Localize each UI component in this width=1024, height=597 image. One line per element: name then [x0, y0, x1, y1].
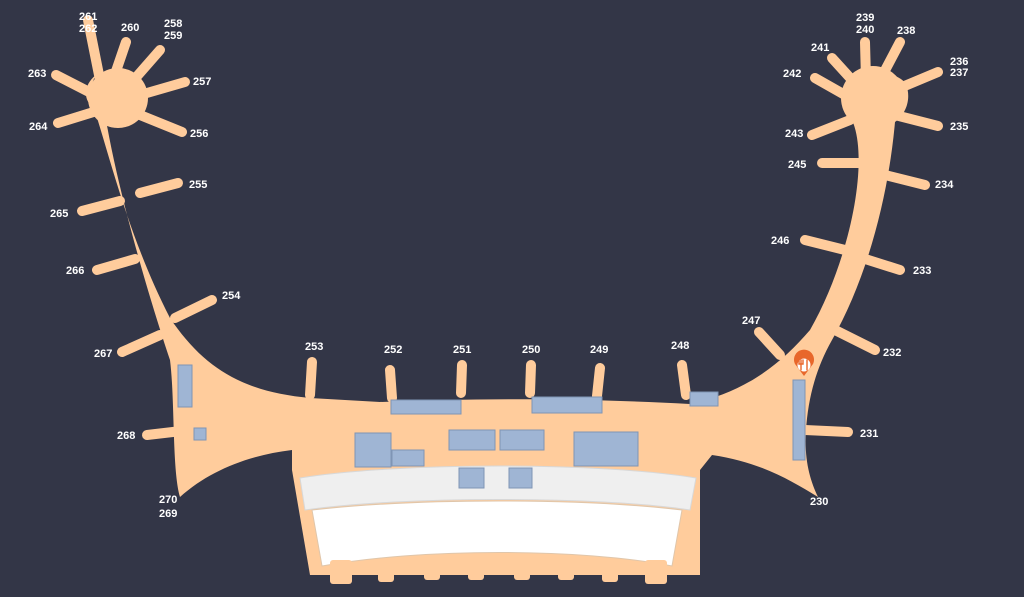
- gate-label-258[interactable]: 258: [164, 18, 182, 30]
- gate-label-263[interactable]: 263: [28, 68, 46, 80]
- gate-label-259[interactable]: 259: [164, 30, 182, 42]
- gate-label-234[interactable]: 234: [935, 179, 954, 191]
- gate-label-245[interactable]: 245: [788, 159, 806, 171]
- retail-block: [448, 429, 496, 451]
- gate-label-266[interactable]: 266: [66, 265, 84, 277]
- gate-label-243[interactable]: 243: [785, 128, 803, 140]
- retail-block: [458, 467, 485, 489]
- gate-label-232[interactable]: 232: [883, 347, 901, 359]
- gate-labels: 261 262 260 258 259 263 257 264 256 255 …: [28, 11, 968, 520]
- gate-label-238[interactable]: 238: [897, 25, 915, 37]
- gate-label-251[interactable]: 251: [453, 344, 471, 356]
- gate-label-265[interactable]: 265: [50, 208, 68, 220]
- retail-block: [508, 467, 533, 489]
- gate-label-255[interactable]: 255: [189, 179, 207, 191]
- retail-block: [354, 432, 392, 468]
- retail-block: [792, 379, 806, 461]
- retail-block: [499, 429, 545, 451]
- gate-label-241[interactable]: 241: [811, 42, 829, 54]
- gate-label-260[interactable]: 260: [121, 22, 139, 34]
- gate-label-239[interactable]: 239: [856, 12, 874, 24]
- building-edge: [330, 560, 667, 584]
- west-hub: [88, 68, 148, 128]
- gate-label-233[interactable]: 233: [913, 265, 931, 277]
- east-hub: [841, 66, 905, 130]
- gate-label-235[interactable]: 235: [950, 121, 968, 133]
- gate-label-267[interactable]: 267: [94, 348, 112, 360]
- restaurant-pin-icon[interactable]: [794, 349, 814, 376]
- gate-label-240[interactable]: 240: [856, 24, 874, 36]
- gate-label-253[interactable]: 253: [305, 341, 323, 353]
- gate-label-246[interactable]: 246: [771, 235, 789, 247]
- gate-label-270[interactable]: 270: [159, 494, 177, 506]
- gate-label-269[interactable]: 269: [159, 508, 177, 520]
- gate-label-257[interactable]: 257: [193, 76, 211, 88]
- gate-label-230[interactable]: 230: [810, 496, 828, 508]
- gate-label-250[interactable]: 250: [522, 344, 540, 356]
- retail-block: [390, 399, 462, 415]
- gate-label-262[interactable]: 262: [79, 23, 97, 35]
- gate-label-247[interactable]: 247: [742, 315, 760, 327]
- gate-label-231[interactable]: 231: [860, 428, 878, 440]
- central-plaza: [299, 465, 697, 511]
- gate-label-254[interactable]: 254: [222, 290, 241, 302]
- concourse-floor: [85, 72, 909, 575]
- gate-label-249[interactable]: 249: [590, 344, 608, 356]
- gate-label-248[interactable]: 248: [671, 340, 689, 352]
- gate-label-264[interactable]: 264: [29, 121, 48, 133]
- gate-label-237[interactable]: 237: [950, 67, 968, 79]
- retail-blocks: [177, 364, 806, 489]
- gate-label-256[interactable]: 256: [190, 128, 208, 140]
- retail-block: [177, 364, 193, 408]
- gate-label-242[interactable]: 242: [783, 68, 801, 80]
- main-hall: [311, 500, 683, 567]
- gate-label-261[interactable]: 261: [79, 11, 97, 23]
- gate-label-268[interactable]: 268: [117, 430, 135, 442]
- retail-block: [689, 391, 719, 407]
- gate-label-252[interactable]: 252: [384, 344, 402, 356]
- gate-label-236[interactable]: 236: [950, 56, 968, 68]
- retail-block: [531, 396, 603, 414]
- retail-block: [193, 427, 207, 441]
- retail-block: [391, 449, 425, 467]
- retail-block: [573, 431, 639, 467]
